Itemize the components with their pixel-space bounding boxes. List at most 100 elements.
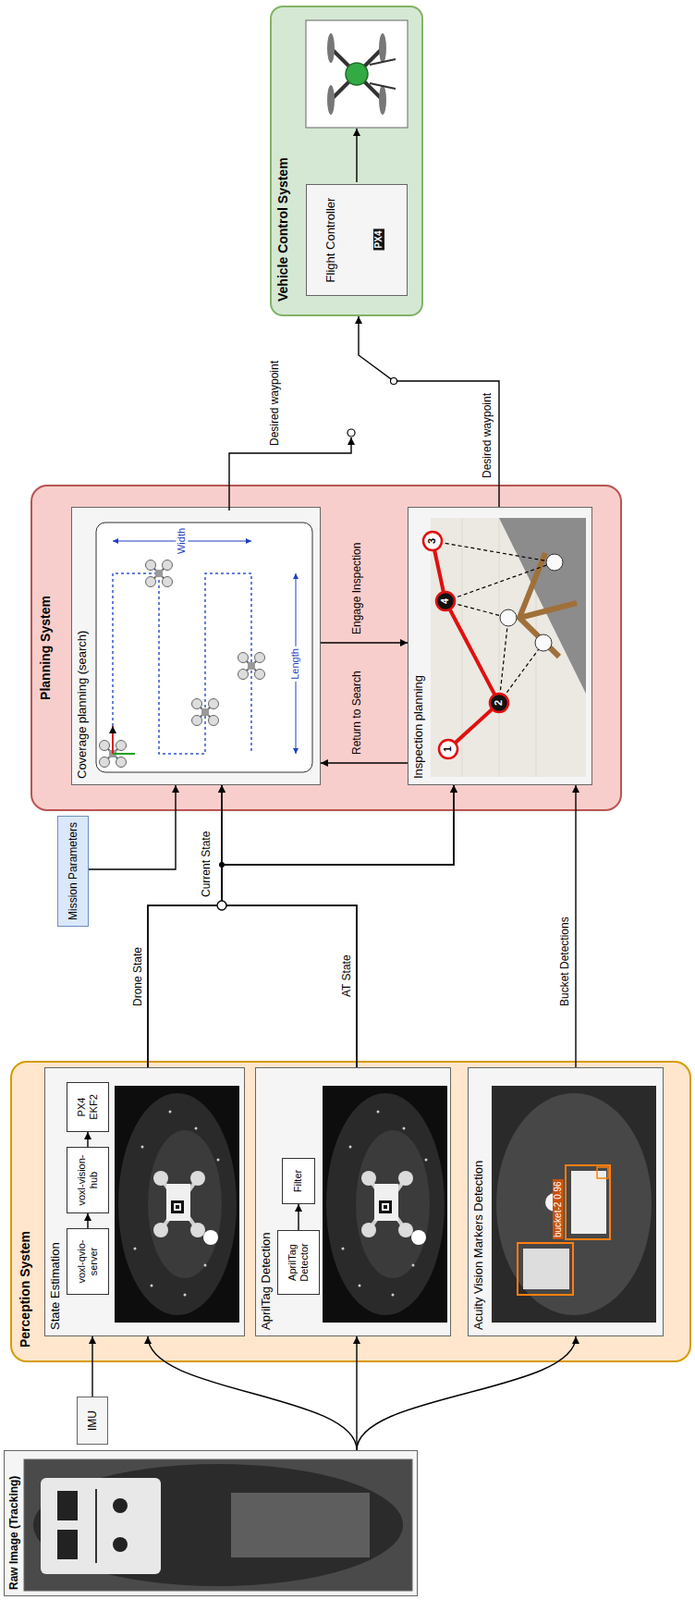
process-box: Filter — [281, 1157, 316, 1204]
inspection-illustration — [436, 591, 455, 610]
switch-pivot — [390, 377, 398, 385]
inspection-illustration — [519, 602, 577, 618]
drone-picture — [327, 85, 335, 115]
module-box: Coverage planning (search) — [71, 506, 321, 785]
callout-number: 1 — [441, 743, 454, 754]
raw-camera-image — [24, 1458, 413, 1590]
detection-tag: bucket-2 0.96 — [552, 1178, 564, 1239]
system-panel: Perception SystemState Estimationvoxl-qv… — [10, 1060, 692, 1362]
parameter-box: Mission Parameters — [57, 815, 89, 927]
box-label: Flight Controller — [323, 197, 339, 283]
module-box: Inspection planning — [407, 506, 593, 785]
drone-picture — [327, 33, 335, 63]
callout-number: 2 — [492, 697, 505, 708]
input-box: Raw Image (Tracking) — [3, 1449, 418, 1596]
process-box: voxl-vision-hub — [66, 1146, 110, 1213]
heading: Raw Image (Tracking) — [7, 1455, 21, 1589]
heading: Coverage planning (search) — [74, 512, 90, 779]
marker-detection-view — [496, 1092, 652, 1315]
coverage-illustration — [96, 522, 313, 772]
edge-label: Return to Search — [350, 668, 364, 756]
inspection-illustration — [438, 739, 458, 758]
module-box: Acuity Vision Markers Detection — [467, 1066, 664, 1336]
raw-camera-image — [40, 1476, 161, 1573]
coverage-illustration — [111, 725, 114, 754]
system-panel: Vehicle Control SystemFlight Controller — [269, 5, 424, 317]
inspection-illustration — [430, 517, 586, 777]
inspection-illustration — [423, 517, 586, 777]
raw-camera-image — [57, 1489, 78, 1520]
edge-label: Engage Inspection — [350, 540, 364, 636]
connector — [297, 1203, 299, 1230]
drone-picture — [378, 85, 387, 115]
raw-camera-image — [231, 1491, 370, 1557]
callout-number: 4 — [438, 596, 452, 606]
inspection-illustration — [519, 552, 560, 657]
heading: State Estimation — [48, 1072, 63, 1330]
coverage-output — [229, 428, 355, 511]
raw-camera-image — [24, 1458, 413, 1590]
process-box: PX4 EKF2 — [66, 1081, 110, 1132]
inspection-illustration — [423, 531, 442, 550]
output-label: Desired waypoint — [268, 358, 281, 448]
system-panel: Planning System Coverage planning (search… — [30, 484, 622, 811]
box-label: Mission Parameters — [66, 821, 80, 920]
heading: AprilTag Detection — [258, 1072, 274, 1330]
controller-arrow — [355, 128, 357, 183]
heading: Acuity Vision Markers Detection — [471, 1072, 487, 1330]
marker-detection-view — [517, 1242, 574, 1294]
coverage-illustration — [238, 652, 266, 680]
coverage-illustration — [99, 740, 127, 768]
sensor-box: IMU — [76, 1395, 109, 1444]
connector — [147, 1335, 357, 1450]
inspection-illustration — [445, 561, 555, 601]
drone-picture — [345, 62, 368, 86]
connector — [88, 784, 176, 869]
inspection-illustration — [499, 517, 586, 694]
drone-picture — [305, 20, 408, 128]
box-label: PX4 EKF2 — [75, 1086, 100, 1126]
drone-picture — [369, 59, 396, 65]
inspection-illustration — [499, 617, 509, 703]
inspection-illustration — [499, 517, 500, 777]
merge-junction — [217, 900, 227, 910]
marker-detection-view — [491, 1085, 657, 1322]
marker-detection-view — [571, 1170, 607, 1233]
dimension-label: Width — [175, 525, 188, 556]
controller-box: Flight Controller — [305, 183, 408, 296]
drone-picture — [330, 48, 383, 100]
connector — [147, 784, 222, 1067]
inspection-illustration — [445, 600, 509, 618]
logo-badge: PX4 — [373, 229, 385, 251]
raw-camera-image — [95, 1487, 98, 1562]
inspection-illustration — [432, 540, 500, 749]
inspection-illustration — [489, 693, 509, 712]
marker-detection-view — [491, 1085, 657, 1322]
heading: Inspection planning — [411, 512, 427, 779]
drone-picture — [330, 48, 383, 100]
edge-label: Drone State — [131, 944, 145, 1008]
inspection-illustration — [432, 540, 555, 562]
callout-number: 3 — [426, 536, 439, 546]
connector — [356, 1335, 576, 1450]
box-label: Filter — [292, 1169, 305, 1192]
branch-dot — [219, 861, 225, 867]
inspection-illustration — [536, 517, 537, 777]
connector — [86, 1212, 88, 1228]
drone-picture — [378, 33, 387, 63]
edge-label: AT State — [340, 951, 354, 999]
marker-detection-view — [597, 1166, 609, 1178]
connector — [86, 1131, 88, 1147]
heading: Planning System — [37, 499, 54, 796]
connector — [320, 641, 408, 643]
connector — [91, 1335, 93, 1396]
process-box: voxl-qvio-server — [66, 1227, 110, 1294]
connector — [320, 761, 408, 763]
raw-camera-image — [112, 1497, 128, 1512]
dimension-label: Length — [289, 646, 302, 682]
inspection-illustration — [546, 553, 563, 571]
